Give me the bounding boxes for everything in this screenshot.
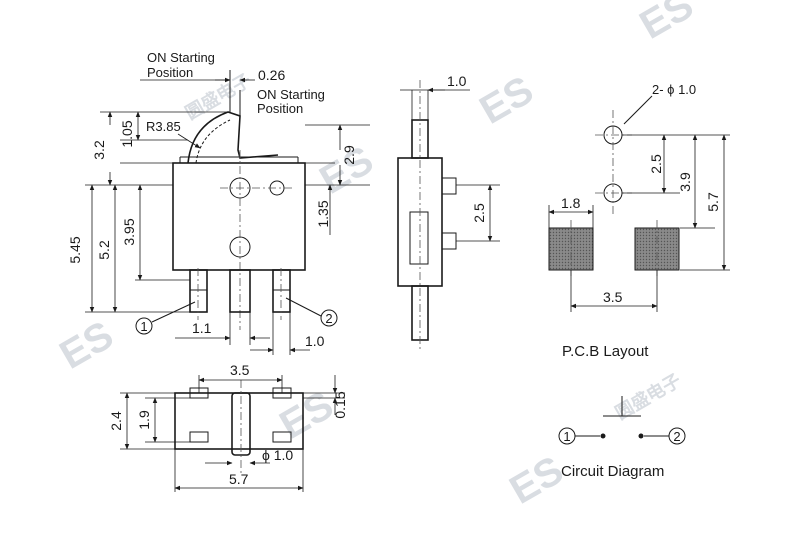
terminal-1 xyxy=(189,269,208,313)
actuator-lever xyxy=(187,111,279,164)
front-view: ON Starting Position ON Starting Positio… xyxy=(67,50,370,355)
dim-1.05: 1.05 xyxy=(119,120,135,147)
pin-1-callout xyxy=(135,317,153,335)
pcb-layout-title: P.C.B Layout xyxy=(562,343,649,360)
dim-3.5-b: 3.5 xyxy=(603,289,623,305)
on-pos-label-1: ON Starting xyxy=(257,87,325,102)
circuit-terminal-1-label: 1 xyxy=(563,429,570,444)
dim-5.7-a: 5.7 xyxy=(705,192,721,212)
dim-5.45: 5.45 xyxy=(67,236,83,263)
dim-1.8: 1.8 xyxy=(561,195,581,211)
dim-5.7-b: 5.7 xyxy=(229,471,249,487)
watermark-brand: ES xyxy=(473,68,541,133)
radius-label: R3.85 xyxy=(146,119,181,134)
circuit-diagram-title: Circuit Diagram xyxy=(561,463,664,480)
on-pos-label-2: Position xyxy=(257,101,303,116)
dim-1.0-a: 1.0 xyxy=(447,73,467,89)
dim-1.1: 1.1 xyxy=(192,320,212,336)
dim-3.2: 3.2 xyxy=(91,140,107,160)
watermark-brand: ES xyxy=(633,0,701,48)
dim-1.9: 1.9 xyxy=(136,410,152,430)
circuit-contact-1 xyxy=(600,433,606,439)
dim-3.95: 3.95 xyxy=(121,218,137,245)
dim-0.15: 0.15 xyxy=(332,391,348,418)
dim-3.9: 3.9 xyxy=(677,172,693,192)
on-start-label-1: ON Starting xyxy=(147,50,215,65)
side-view: 1.0 2.5 xyxy=(397,73,500,350)
dim-3.5-a: 3.5 xyxy=(230,362,250,378)
dim-1.0-b: 1.0 xyxy=(305,333,325,349)
dim-2.5-b: 2.5 xyxy=(648,154,664,174)
pin-2-callout xyxy=(320,309,338,327)
holes-label: 2- ϕ 1.0 xyxy=(652,82,696,97)
pin-diameter-label: ϕ 1.0 xyxy=(262,447,293,463)
dim-5.2: 5.2 xyxy=(96,240,112,260)
circuit-terminal-2-label: 2 xyxy=(673,429,680,444)
terminal-2 xyxy=(272,269,291,313)
bottom-view: 3.5 2.4 1.9 0.15 ϕ 1.0 5.7 xyxy=(108,362,348,492)
circuit-terminal-2 xyxy=(668,427,686,445)
watermark-brand: ES xyxy=(53,313,121,378)
circuit-diagram: 1 2 Circuit Diagram xyxy=(558,396,686,480)
side-slot xyxy=(409,211,429,265)
on-start-label-2: Position xyxy=(147,65,193,80)
watermark-brand: ES xyxy=(503,448,571,513)
dim-2.5-a: 2.5 xyxy=(471,203,487,223)
circuit-contact-2 xyxy=(638,433,644,439)
pcb-layout: 2- ϕ 1.0 2.5 3.9 5.7 1.8 3.5 P.C.B Layou… xyxy=(548,82,730,360)
center-post xyxy=(229,269,251,313)
switch-body xyxy=(172,162,306,271)
pin-1-label: 1 xyxy=(140,319,147,334)
dim-0.26: 0.26 xyxy=(258,67,285,83)
dim-1.35: 1.35 xyxy=(315,200,331,227)
pin-2-label: 2 xyxy=(325,311,332,326)
dim-2.4: 2.4 xyxy=(108,411,124,431)
dim-2.9: 2.9 xyxy=(341,145,357,165)
